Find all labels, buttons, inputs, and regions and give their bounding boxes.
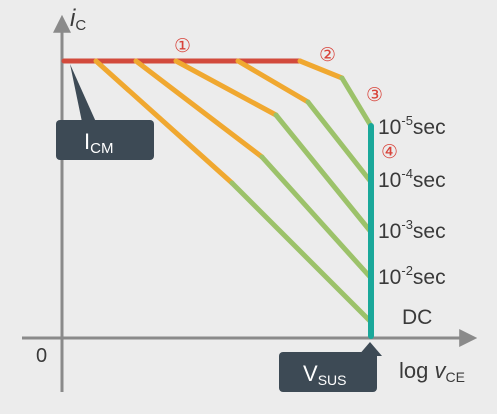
- region-marker-3: ③: [366, 84, 383, 106]
- pulse-1e-3-second-breakdown: [273, 112, 374, 235]
- region-marker-2: ②: [319, 44, 336, 66]
- region-marker-1: ①: [174, 35, 191, 57]
- pulse-1e-2-second-breakdown: [259, 154, 374, 281]
- y-axis-label: iC: [70, 5, 86, 34]
- origin-label: 0: [36, 345, 47, 367]
- pulse-1e-5-second-breakdown: [339, 75, 374, 129]
- pulse-1e-4-second-breakdown: [305, 99, 374, 185]
- pulse-label-1e-5: 10-5sec: [378, 113, 446, 139]
- pulse-1e-5-power-limit: [297, 58, 345, 81]
- pulse-label-1e-3: 10-3sec: [378, 217, 446, 243]
- x-axis-label: log vCE: [399, 358, 465, 385]
- dc-power-limit: [93, 58, 235, 186]
- pulse-label-dc: DC: [402, 306, 432, 329]
- vsus-label-box: [279, 352, 377, 392]
- pulse-1e-2-power-limit: [133, 58, 265, 160]
- region-marker-4: ④: [381, 141, 398, 163]
- soa-curves: [61, 58, 374, 339]
- pulse-1e-4-power-limit: [235, 58, 311, 105]
- pulse-1e-3-power-limit: [173, 58, 279, 118]
- vsus-label: VSUS: [303, 361, 346, 388]
- icm-label: ICM: [84, 129, 113, 157]
- dc-second-breakdown: [229, 180, 374, 325]
- icm-pointer: [70, 64, 96, 122]
- pulse-label-1e-4: 10-4sec: [378, 166, 446, 192]
- icm-label-box: [56, 120, 154, 160]
- pulse-label-1e-2: 10-2sec: [378, 263, 446, 289]
